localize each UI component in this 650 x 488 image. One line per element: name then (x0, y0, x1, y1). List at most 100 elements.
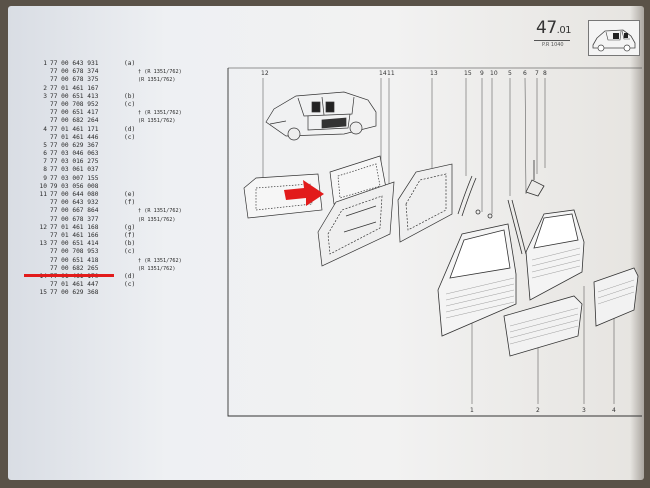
parts-row-code (124, 76, 138, 84)
callout-label: 12 (261, 70, 269, 77)
parts-row-code: (b) (124, 92, 136, 100)
parts-row-reference: 77 00 629 367 (50, 141, 99, 149)
callout-label: 4 (612, 407, 616, 414)
diagram-frame (227, 68, 642, 417)
parts-row-code (124, 207, 138, 215)
parts-row-reference: 77 01 461 166 (50, 231, 99, 239)
parts-row-code (124, 183, 138, 191)
leader-lines (262, 77, 615, 404)
parts-row-reference: 77 00 651 414 (50, 240, 99, 248)
parts-row-index: 5 (43, 141, 47, 149)
parts-row-index (32, 216, 47, 224)
callout-label: 2 (536, 407, 540, 414)
parts-row-reference: 77 00 651 417 (50, 109, 99, 117)
parts-row-index: 3 (43, 92, 47, 100)
parts-row-index (32, 76, 47, 84)
parts-row-reference: 77 01 461 168 (50, 223, 99, 231)
parts-row-code: (e) (124, 191, 136, 198)
header-code: P.R 1040 (542, 42, 564, 48)
parts-row-reference: 77 00 678 375 (50, 76, 99, 84)
parts-row-index: 13 (39, 240, 47, 248)
parts-row-code: (d) (124, 272, 136, 280)
outer-skin-2 (503, 295, 583, 357)
red-arrow-icon (284, 180, 324, 206)
parts-row: 77 00 708 953(c) (32, 248, 232, 256)
parts-row-code: (f) (124, 199, 136, 207)
parts-row: 77 00 651 418 † (R 1351/762) (32, 257, 232, 265)
parts-row-reference: 79 03 056 008 (50, 182, 99, 190)
parts-row-index: 7 (43, 158, 47, 166)
parts-row-note: † (R 1351/762) (138, 257, 182, 264)
parts-row-code (124, 166, 138, 174)
parts-row-code: (d) (124, 125, 136, 133)
parts-row-note: † (R 1351/762) (138, 110, 182, 117)
parts-row-code (124, 216, 138, 224)
parts-row: 77 00 667 864† (R 1351/762) (32, 207, 232, 215)
parts-row-code: (c) (124, 133, 136, 141)
parts-row-reference: 77 01 461 167 (50, 84, 99, 92)
parts-row-code: (f) (124, 231, 136, 239)
parts-row: 77 00 682 264 (R 1351/762) (32, 117, 232, 125)
parts-row-index (32, 199, 47, 207)
parts-row-code: (g) (124, 223, 136, 231)
callout-label: 3 (582, 407, 586, 414)
parts-row: 77 00 708 952(c) (32, 101, 232, 109)
parts-row-index: 9 (43, 174, 47, 182)
parts-row: 77 00 651 417 † (R 1351/762) (32, 109, 232, 117)
section-number: 47.01 (536, 18, 572, 38)
seal-strips (457, 160, 545, 255)
inner-frame-13 (397, 163, 453, 243)
parts-row-reference: 77 00 682 264 (50, 117, 99, 125)
parts-row-code (124, 257, 138, 265)
parts-row-index: 11 (39, 191, 47, 198)
parts-row-code (124, 150, 138, 158)
parts-row-reference: 77 01 461 447 (50, 281, 99, 289)
callout-label: 9 (480, 70, 484, 77)
parts-row-reference: 77 03 046 063 (50, 150, 99, 158)
parts-row-code: (b) (124, 240, 136, 248)
parts-row-index: 1 (43, 60, 47, 67)
page-spine-shadow (630, 6, 644, 480)
rear-door-3 (525, 209, 585, 301)
parts-row-reference: 77 01 461 446 (50, 133, 99, 141)
parts-row-code (124, 85, 138, 93)
callout-label: 11 (387, 70, 395, 77)
parts-row-reference: 77 00 667 864 (50, 207, 99, 215)
parts-row: 77 00 678 377(R 1351/762) (32, 216, 232, 224)
car-thumbnail-icon (592, 29, 636, 52)
parts-row-note: (R 1351/762) (138, 265, 176, 272)
callout-label: 5 (508, 70, 512, 77)
parts-row-index (32, 257, 47, 265)
parts-row-reference: 77 00 708 952 (50, 100, 99, 108)
parts-row-reference: 77 00 629 368 (50, 289, 99, 297)
parts-row-index: 2 (43, 84, 47, 92)
parts-row-reference: 77 00 651 418 (50, 256, 99, 264)
front-door-1 (437, 223, 517, 337)
parts-row-index: 8 (43, 166, 47, 174)
parts-row-code (124, 265, 138, 273)
parts-row-index (32, 117, 47, 125)
parts-row-code (124, 117, 138, 125)
parts-row-note: (R 1351/762) (138, 118, 176, 125)
parts-row-index (32, 134, 47, 142)
car-overview-drawing (265, 91, 377, 141)
parts-row-index: 15 (39, 289, 47, 297)
parts-row-code (124, 109, 138, 117)
callout-label: 6 (523, 70, 527, 77)
